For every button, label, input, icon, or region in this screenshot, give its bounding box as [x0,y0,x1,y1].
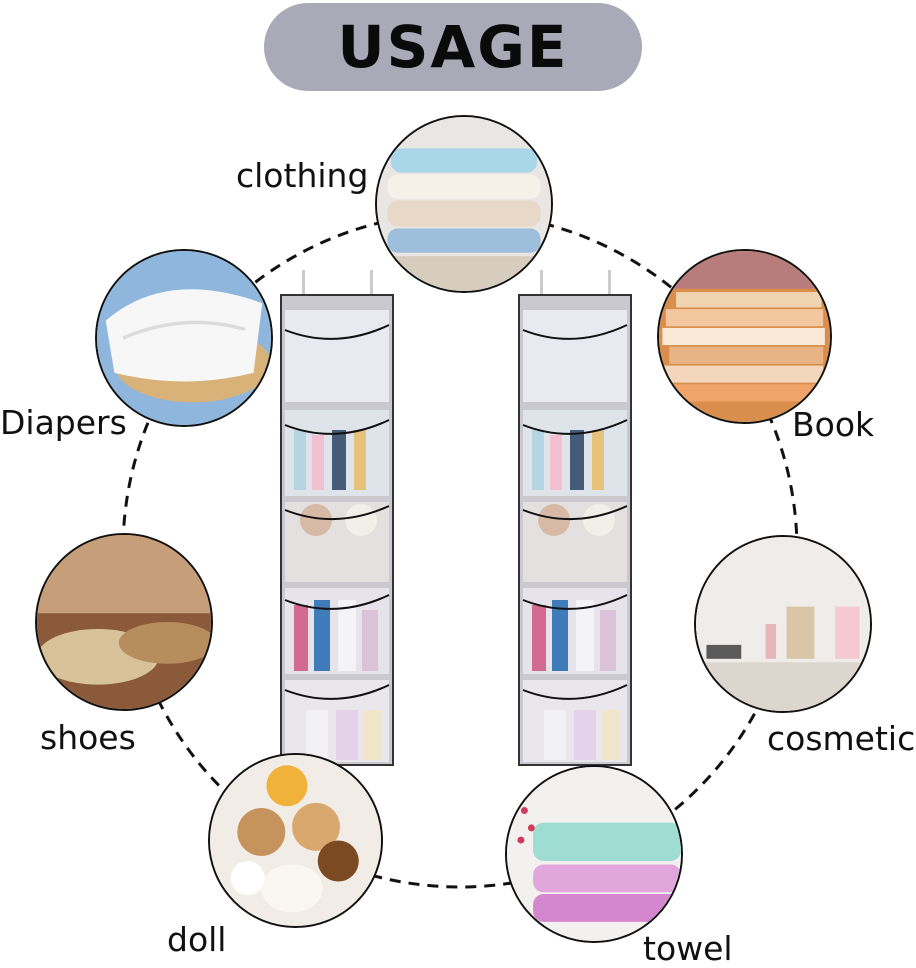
clothing-label: clothing [236,156,369,195]
shoes-label: shoes [40,718,136,757]
towel-image [505,765,683,943]
hanging-organizer-right [518,270,632,766]
doll-image [208,753,383,928]
book-label: Book [792,405,875,444]
shoes-image [35,533,213,711]
cosmetic-image [694,535,872,713]
diapers-label: Diapers [0,403,127,442]
towel-label: towel [643,929,733,968]
hanging-organizer-left [280,270,394,766]
diapers-image [95,249,273,427]
title-text: USAGE [337,13,569,81]
clothing-image [375,115,553,293]
doll-label: doll [167,920,227,959]
cosmetic-label: cosmetic [767,719,916,758]
book-image [657,249,832,424]
title-banner: USAGE [264,3,642,91]
